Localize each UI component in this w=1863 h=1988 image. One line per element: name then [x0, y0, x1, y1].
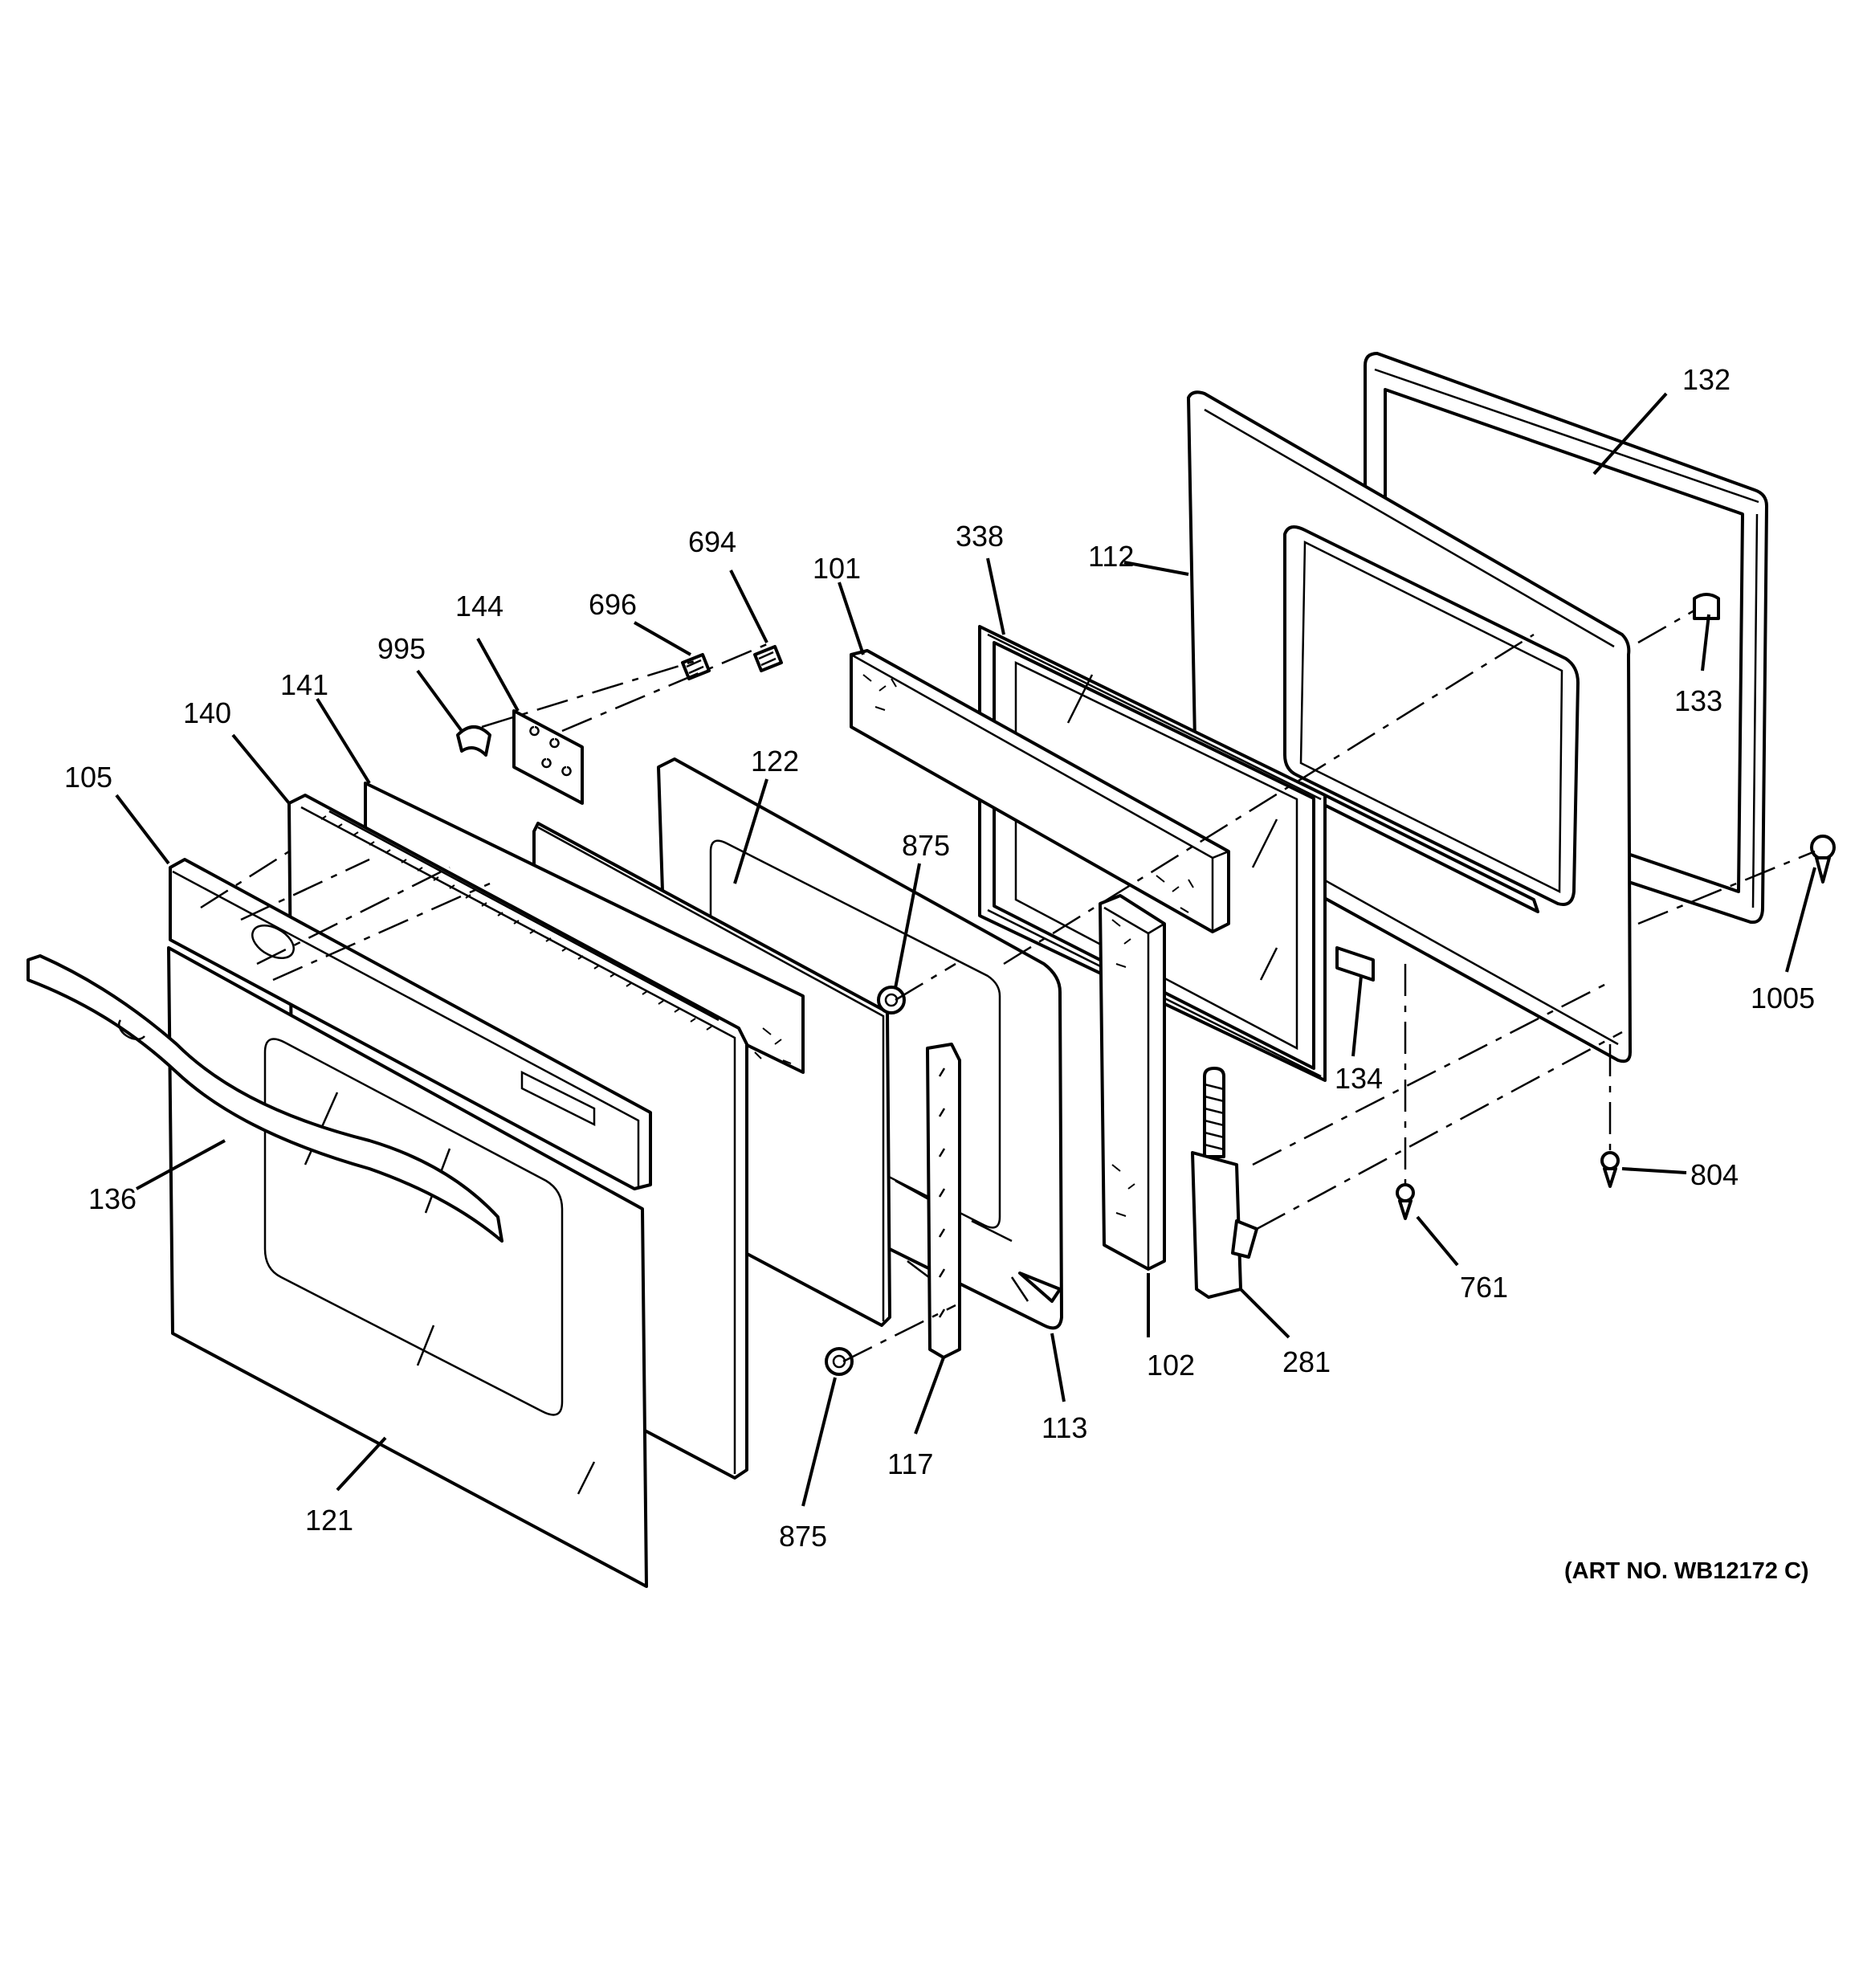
- part-102-insulation-lower: [1099, 894, 1166, 1271]
- callout-338: 338: [956, 520, 1004, 553]
- callout-labels: 132 338 112 694 101 696 144 133 995 141 …: [64, 363, 1815, 1553]
- callout-117: 117: [887, 1447, 933, 1480]
- callout-694: 694: [688, 525, 736, 558]
- callout-112: 112: [1088, 540, 1134, 573]
- part-101-insulation-upper: [850, 649, 1230, 933]
- part-696-screw: [681, 653, 711, 680]
- part-694-screw: [753, 645, 783, 672]
- callout-761: 761: [1460, 1271, 1508, 1304]
- callout-1005: 1005: [1751, 982, 1815, 1014]
- part-804-screw: [1600, 1151, 1620, 1188]
- part-136-door-handle: [26, 954, 503, 1243]
- part-875-screw-upper: [877, 986, 906, 1014]
- callout-105: 105: [64, 761, 112, 794]
- callout-102: 102: [1147, 1349, 1195, 1382]
- callout-995: 995: [377, 632, 426, 665]
- part-281-hinge: [1191, 1067, 1258, 1299]
- callout-141: 141: [280, 668, 328, 701]
- callout-101: 101: [813, 552, 861, 585]
- callout-281: 281: [1282, 1345, 1331, 1378]
- part-144-mounting-plate: [512, 709, 584, 805]
- callout-133: 133: [1674, 684, 1722, 717]
- callout-140: 140: [183, 696, 231, 729]
- leader-lines: [115, 392, 1816, 1507]
- callout-132: 132: [1682, 363, 1731, 396]
- part-113-door-liner: [895, 1179, 1062, 1303]
- part-112-inner-door-panel: [1187, 390, 1632, 1063]
- part-134-clip: [1335, 946, 1375, 982]
- art-number: (ART NO. WB12172 C): [1564, 1558, 1809, 1584]
- callout-136: 136: [88, 1182, 137, 1215]
- callout-875-lower: 875: [779, 1520, 827, 1553]
- assembly-lines: [200, 609, 1816, 1363]
- callout-696: 696: [589, 588, 637, 621]
- callout-875-upper: 875: [902, 829, 950, 862]
- callout-122: 122: [751, 745, 799, 778]
- part-117-side-trim: [926, 1043, 961, 1359]
- callout-134: 134: [1335, 1062, 1383, 1095]
- callout-804: 804: [1690, 1158, 1739, 1191]
- part-995-clip: [456, 725, 491, 757]
- part-761-screw: [1396, 1183, 1415, 1220]
- callout-113: 113: [1042, 1411, 1087, 1444]
- part-1005-screw: [1810, 835, 1836, 884]
- callout-121: 121: [305, 1504, 353, 1537]
- callout-144: 144: [455, 590, 503, 623]
- part-875-screw-lower: [825, 1347, 854, 1376]
- part-133-bumper: [1693, 593, 1720, 620]
